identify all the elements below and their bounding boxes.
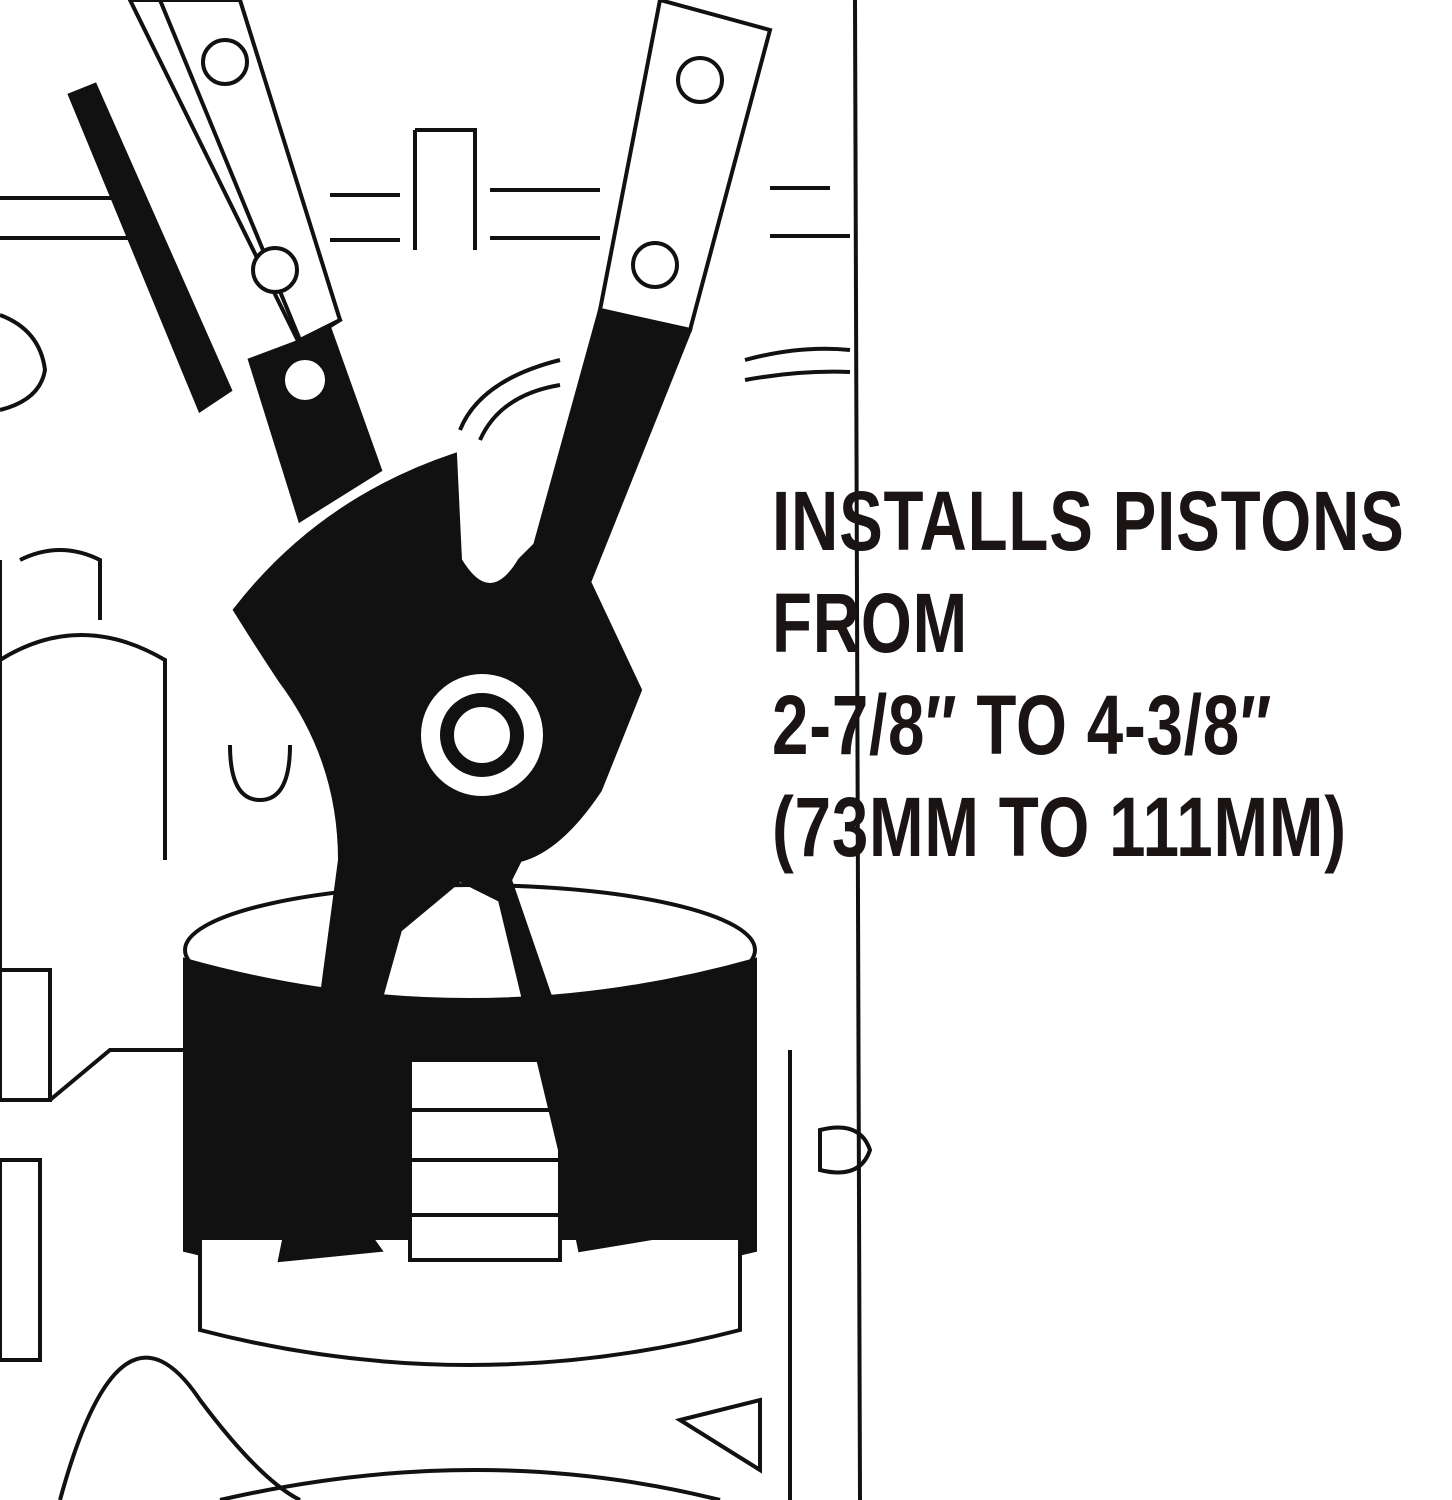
caption-line-from: FROM — [772, 576, 969, 670]
engine-background-lines — [0, 0, 873, 1500]
caption-line-inch-range: 2-7/8″ TO 4-3/8″ — [772, 678, 1273, 772]
plier-body — [232, 452, 708, 1263]
plier-handles — [67, 0, 773, 633]
piston — [183, 883, 757, 1367]
piston-ring-compressor-illustration — [0, 0, 873, 1500]
caption: INSTALLS PISTONS FROM 2-7/8″ TO 4-3/8″ (… — [772, 470, 1452, 878]
caption-line-installs-pistons: INSTALLS PISTONS — [772, 474, 1405, 568]
caption-line-mm-range: (73MM TO 111MM) — [772, 780, 1347, 874]
